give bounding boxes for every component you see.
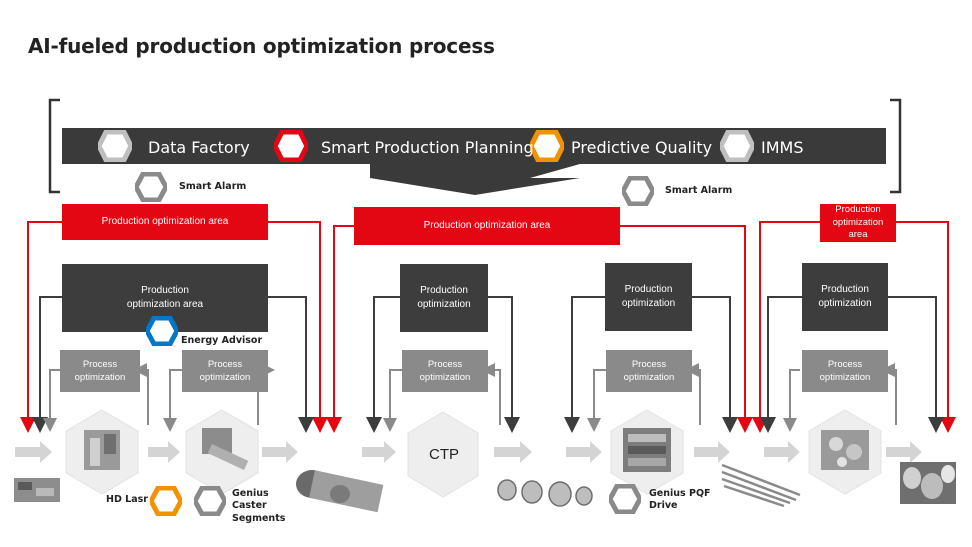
energy-advisor-label: Energy Advisor (181, 335, 263, 346)
machine-image-finishing (821, 430, 869, 470)
imms-label: IMMS (761, 138, 804, 157)
smart-alarm-hexagon-icon (622, 176, 654, 206)
production-optimization-area-red-1: Production optimization area (62, 204, 268, 240)
genius-caster-segments-label: Genius Caster Segments (232, 488, 286, 524)
production-optimization-area-box: Production optimization area (62, 264, 268, 332)
process-optimization-box-1: Process optimization (60, 350, 140, 392)
imms-hexagon-icon (720, 130, 754, 162)
machine-image-hd-lasr (84, 430, 120, 470)
round-bars-image (296, 470, 384, 513)
predictive-quality-hexagon-icon (530, 130, 564, 162)
page-title: AI-fueled production optimization proces… (28, 34, 495, 58)
thin-tubes-image (721, 463, 801, 508)
energy-advisor-hexagon-icon (146, 316, 178, 346)
data-factory-hexagon-icon (98, 130, 132, 162)
hd-lasr-label: HD Lasr (106, 494, 148, 505)
tubes-image (497, 479, 593, 507)
smart-production-planning-hexagon-icon (274, 130, 308, 162)
smart-alarm-label-1: Smart Alarm (179, 181, 247, 192)
smart-production-planning-label: Smart Production Planning (321, 138, 534, 157)
production-optimization-box-2: Production optimization (400, 264, 488, 332)
raw-material-image (14, 478, 60, 502)
process-optimization-box-3: Process optimization (402, 350, 488, 392)
predictive-quality-label: Predictive Quality (571, 138, 713, 157)
hd-lasr-hexagon-icon (150, 486, 182, 516)
ctp-label: CTP (429, 446, 459, 463)
production-optimization-area-red-3: Production optimization area (820, 204, 896, 242)
process-optimization-box-2: Process optimization (182, 350, 268, 392)
production-optimization-box-3: Production optimization (605, 263, 692, 331)
finished-pipes-image (900, 462, 956, 504)
genius-caster-hexagon-icon (194, 486, 226, 516)
production-optimization-area-red-2: Production optimization area (354, 207, 620, 245)
data-factory-label: Data Factory (148, 138, 250, 157)
machine-image-pqf (623, 428, 671, 472)
process-optimization-box-5: Process optimization (802, 350, 888, 392)
machine-image-genius-caster (202, 428, 249, 470)
production-optimization-box-4: Production optimization (802, 263, 888, 331)
genius-pqf-drive-label: Genius PQF Drive (649, 488, 711, 512)
process-optimization-box-4: Process optimization (606, 350, 692, 392)
process-hexagon-3 (407, 411, 479, 498)
genius-pqf-hexagon-icon (609, 484, 641, 514)
smart-alarm-label-2: Smart Alarm (665, 185, 733, 196)
smart-alarm-hexagon-icon (135, 172, 167, 202)
